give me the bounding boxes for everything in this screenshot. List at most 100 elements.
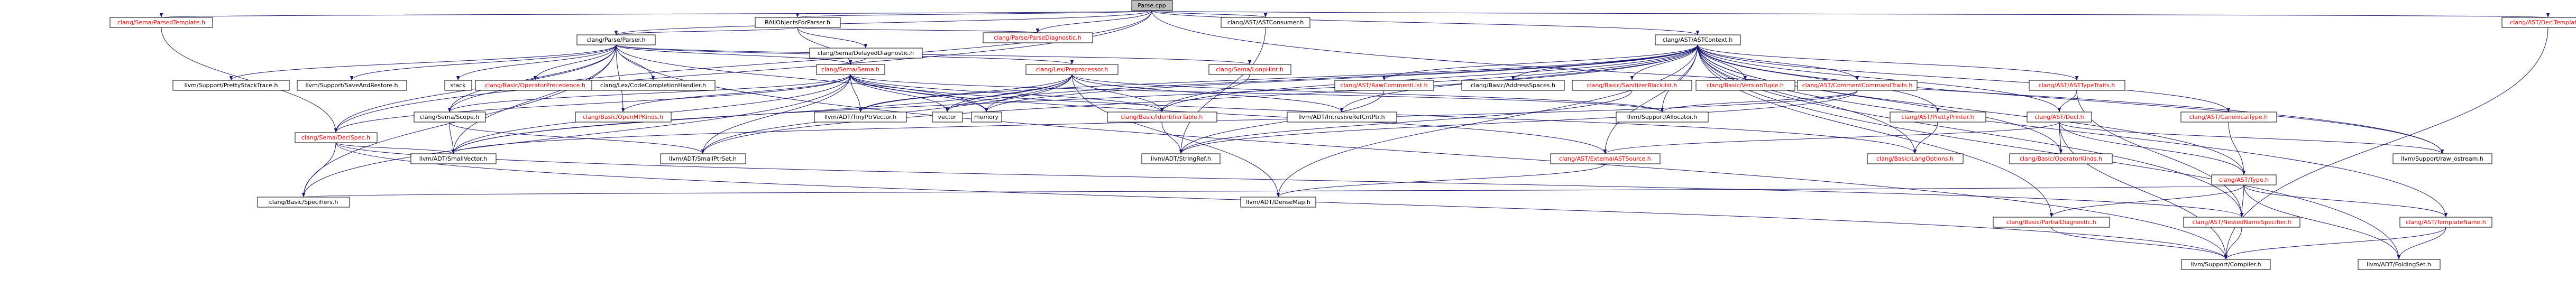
node-label: llvm/ADT/StringRef.h	[1151, 155, 1211, 162]
edge-preprocessor-to-allocator	[1071, 74, 1664, 113]
node-operatorkinds[interactable]: clang/Basic/OperatorKinds.h	[2009, 153, 2113, 164]
node-label: clang/AST/Decl.h	[2034, 114, 2084, 120]
node-rawcommentlist[interactable]: clang/AST/RawCommentList.h	[1334, 80, 1434, 91]
node-label: clang/AST/ASTContext.h	[1663, 36, 1733, 43]
node-box	[932, 111, 963, 123]
edge-parsecpp-to-astconsumer	[1151, 10, 1267, 18]
edge-decltemplate-to-compiler	[2224, 27, 2549, 260]
node-identifiertable[interactable]: clang/Basic/IdentifierTable.h	[1107, 111, 1217, 123]
node-preprocessor[interactable]: clang/Lex/Preprocessor.h	[1025, 64, 1119, 75]
node-decl[interactable]: clang/AST/Decl.h	[2027, 111, 2092, 123]
node-rawostream[interactable]: llvm/Support/raw_ostream.h	[2392, 153, 2492, 164]
node-stack[interactable]: stack	[444, 80, 472, 91]
node-memory[interactable]: memory	[971, 111, 1002, 123]
edge-astcontext-to-smallvector	[451, 44, 1698, 154]
node-label: clang/AST/ASTConsumer.h	[1227, 19, 1304, 26]
node-smallptrset[interactable]: llvm/ADT/SmallPtrSet.h	[660, 153, 746, 164]
node-smallvector[interactable]: llvm/ADT/SmallVector.h	[410, 153, 497, 164]
edge-canonicaltype-to-type	[2228, 122, 2246, 175]
edge-layer	[161, 10, 2549, 260]
edge-templatename-to-foldingset	[2397, 227, 2446, 260]
node-operatorprecedence[interactable]: clang/Basic/OperatorPrecedence.h	[475, 80, 595, 91]
node-box	[1797, 80, 1918, 91]
node-sanitizerblacklist[interactable]: clang/Basic/SanitizerBlacklist.h	[1572, 80, 1692, 91]
node-scope[interactable]: clang/Sema/Scope.h	[414, 111, 486, 123]
node-commentcommandtraits[interactable]: clang/AST/CommentCommandTraits.h	[1797, 80, 1918, 91]
node-label: clang/Basic/SanitizerBlacklist.h	[1587, 82, 1677, 89]
edge-sema-to-specifiers	[301, 74, 851, 198]
node-sema[interactable]: clang/Sema/Sema.h	[816, 64, 885, 75]
node-foldingset[interactable]: llvm/ADT/FoldingSet.h	[2358, 259, 2441, 270]
node-parsediagnostic[interactable]: clang/Parse/ParseDiagnostic.h	[983, 32, 1093, 43]
node-box	[1131, 0, 1173, 11]
edge-astcontext-to-langoptions	[1697, 44, 1917, 154]
edge-parser-to-compiler	[616, 44, 2228, 260]
node-partialdiagnostic[interactable]: clang/Basic/PartialDiagnostic.h	[1993, 217, 2110, 228]
edge-sema-to-identifiertable	[850, 74, 1164, 113]
node-box	[575, 111, 672, 123]
edge-parser-to-sema	[616, 44, 852, 65]
edge-parser-to-prettystacktrace	[229, 44, 617, 81]
node-declspec[interactable]: clang/Sema/DeclSpec.h	[295, 132, 378, 143]
node-loophint[interactable]: clang/Sema/LoopHint.h	[1208, 64, 1291, 75]
edge-astcontext-to-vector	[945, 44, 1698, 113]
edge-preprocessor-to-densemap	[1071, 74, 1280, 198]
node-decltemplate[interactable]: clang/AST/DeclTemplate.h	[2501, 17, 2576, 28]
node-label: clang/AST/Type.h	[2219, 176, 2269, 183]
node-tinyptrvector[interactable]: llvm/ADT/TinyPtrVector.h	[814, 111, 907, 123]
edge-parsecpp-to-declspec	[334, 10, 1152, 133]
edge-parser-to-loophint	[616, 44, 1251, 65]
node-specifiers[interactable]: clang/Basic/Specifiers.h	[257, 197, 350, 208]
node-box	[1141, 153, 1221, 164]
node-prettystacktrace[interactable]: llvm/Support/PrettyStackTrace.h	[172, 80, 290, 91]
node-label: clang/Basic/OperatorKinds.h	[2020, 155, 2102, 162]
node-label: llvm/Support/SaveAndRestore.h	[306, 82, 398, 89]
edge-astcontext-to-type	[1697, 44, 2246, 175]
node-codecompletionhandler[interactable]: clang/Lex/CodeCompletionHandler.h	[591, 80, 716, 91]
node-box	[1695, 80, 1795, 91]
edge-identifiertable-to-stringref	[1161, 122, 1183, 154]
node-label: clang/Basic/IdentifierTable.h	[1121, 114, 1203, 120]
node-label: clang/Basic/Specifiers.h	[269, 199, 338, 206]
node-label: clang/Sema/DelayedDiagnostic.h	[818, 50, 914, 57]
node-addressspaces[interactable]: clang/Basic/AddressSpaces.h	[1461, 80, 1565, 91]
node-externalastsource[interactable]: clang/AST/ExternalASTSource.h	[1550, 153, 1661, 164]
node-densemap[interactable]: llvm/ADT/DenseMap.h	[1240, 197, 1316, 208]
node-delayeddiagnostic[interactable]: clang/Sema/DelayedDiagnostic.h	[809, 48, 923, 59]
node-box	[1287, 111, 1397, 123]
node-openmpkinds[interactable]: clang/Basic/OpenMPKinds.h	[575, 111, 672, 123]
node-astcontext[interactable]: clang/AST/ASTContext.h	[1655, 34, 1741, 45]
edge-astcontext-to-externalastsource	[1603, 44, 1698, 154]
node-parser[interactable]: clang/Parse/Parser.h	[576, 34, 656, 45]
node-vector[interactable]: vector	[932, 111, 963, 123]
node-box	[1572, 80, 1692, 91]
node-canonicaltype[interactable]: clang/AST/CanonicalType.h	[2180, 111, 2277, 123]
node-saveandrestore[interactable]: llvm/Support/SaveAndRestore.h	[297, 80, 407, 91]
node-parsedtemplate[interactable]: clang/Sema/ParsedTemplate.h	[109, 17, 213, 28]
edge-parsecpp-to-parsediagnostic	[1035, 10, 1152, 33]
node-box	[971, 111, 1002, 123]
node-box	[109, 17, 213, 28]
node-versiontuple[interactable]: clang/Basic/VersionTuple.h	[1695, 80, 1795, 91]
node-raiiobjects[interactable]: RAIIObjectsForParser.h	[755, 17, 841, 28]
node-nestednamespecifier[interactable]: clang/AST/NestedNameSpecifier.h	[2183, 217, 2300, 228]
node-langoptions[interactable]: clang/Basic/LangOptions.h	[1867, 153, 1964, 164]
node-allocator[interactable]: llvm/Support/Allocator.h	[1616, 111, 1709, 123]
node-stringref[interactable]: llvm/ADT/StringRef.h	[1141, 153, 1221, 164]
node-box	[1890, 111, 1986, 123]
node-asttypetraits[interactable]: clang/AST/ASTTypeTraits.h	[2029, 80, 2125, 91]
edge-astcontext-to-canonicaltype	[1697, 44, 2231, 113]
node-box	[172, 80, 290, 91]
edge-preprocessor-to-tinyptrvector	[858, 74, 1072, 113]
edge-prettyprinter-to-langoptions	[1913, 122, 1938, 154]
node-prettyprinter[interactable]: clang/AST/PrettyPrinter.h	[1890, 111, 1986, 123]
node-templatename[interactable]: clang/AST/TemplateName.h	[2399, 217, 2492, 228]
node-intrusiverefcntptr[interactable]: llvm/ADT/IntrusiveRefCntPtr.h	[1287, 111, 1397, 123]
node-compiler[interactable]: llvm/Support/Compiler.h	[2181, 259, 2271, 270]
node-type[interactable]: clang/AST/Type.h	[2211, 174, 2277, 185]
node-box	[1867, 153, 1964, 164]
edge-rawcommentlist-to-stringref	[1179, 90, 1385, 154]
node-astconsumer[interactable]: clang/AST/ASTConsumer.h	[1221, 17, 1310, 28]
node-label: clang/Basic/OperatorPrecedence.h	[485, 82, 585, 89]
